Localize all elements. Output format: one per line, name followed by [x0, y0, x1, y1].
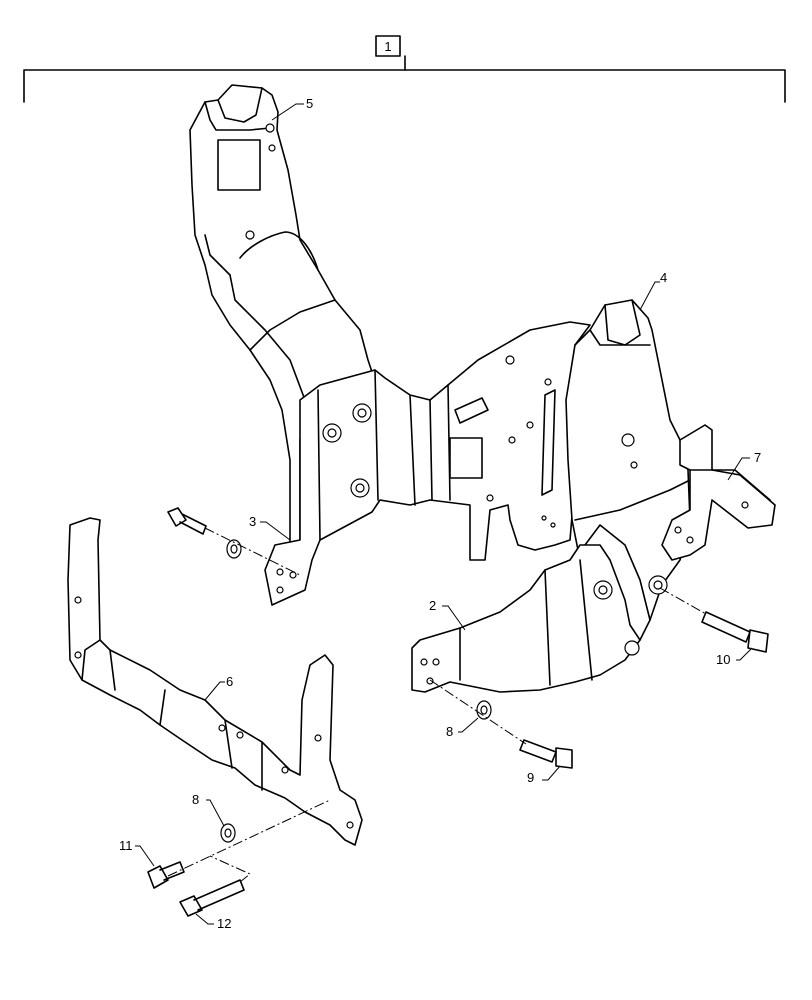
- washer-3-upper: [226, 539, 242, 559]
- axis-line: [209, 855, 251, 883]
- washer-8-right: [476, 700, 492, 720]
- svg-text:7: 7: [754, 450, 761, 465]
- callout-9: 9: [527, 765, 561, 785]
- assembly-bracket: 1: [23, 35, 786, 103]
- svg-text:10: 10: [716, 652, 730, 667]
- part-6-bottom-plate: [67, 517, 363, 846]
- callout-10: 10: [716, 647, 753, 667]
- callout-8-left: 8: [192, 792, 225, 827]
- svg-text:9: 9: [527, 770, 534, 785]
- bolt-upper-left: [167, 507, 207, 535]
- callout-4: 4: [639, 270, 667, 311]
- callout-12: 12: [195, 913, 231, 931]
- callout-11: 11: [119, 838, 155, 867]
- svg-text:11: 11: [119, 838, 133, 853]
- washer-8-lower-left: [220, 823, 236, 843]
- svg-text:8: 8: [192, 792, 199, 807]
- part-7-mount-bracket: [661, 424, 776, 561]
- svg-text:4: 4: [660, 270, 667, 285]
- svg-text:5: 5: [306, 96, 313, 111]
- callout-6: 6: [204, 674, 233, 701]
- bolt-12: [179, 879, 245, 917]
- callout-2: 2: [429, 598, 466, 631]
- assembly-callout-label: 1: [384, 39, 391, 54]
- svg-text:2: 2: [429, 598, 436, 613]
- callout-3: 3: [249, 514, 291, 541]
- axis-line: [429, 679, 527, 745]
- part-2-lower-bracket: [411, 544, 668, 693]
- bolt-10: [701, 611, 769, 653]
- callout-8-right: 8: [446, 717, 479, 739]
- svg-text:12: 12: [217, 916, 231, 931]
- svg-text:8: 8: [446, 724, 453, 739]
- callout-5: 5: [271, 96, 313, 121]
- callout-7: 7: [727, 450, 761, 481]
- part-5-left-upright-bracket: [189, 84, 373, 546]
- svg-text:3: 3: [249, 514, 256, 529]
- axis-line: [167, 799, 331, 877]
- part-3-center-plate: [264, 321, 591, 606]
- assembly-callout-box: [375, 35, 401, 57]
- bolt-11: [147, 861, 185, 889]
- bolt-9: [519, 739, 573, 769]
- label-plate-center: [449, 437, 483, 479]
- label-plate: [217, 139, 261, 191]
- axis-line: [659, 587, 707, 615]
- svg-text:6: 6: [226, 674, 233, 689]
